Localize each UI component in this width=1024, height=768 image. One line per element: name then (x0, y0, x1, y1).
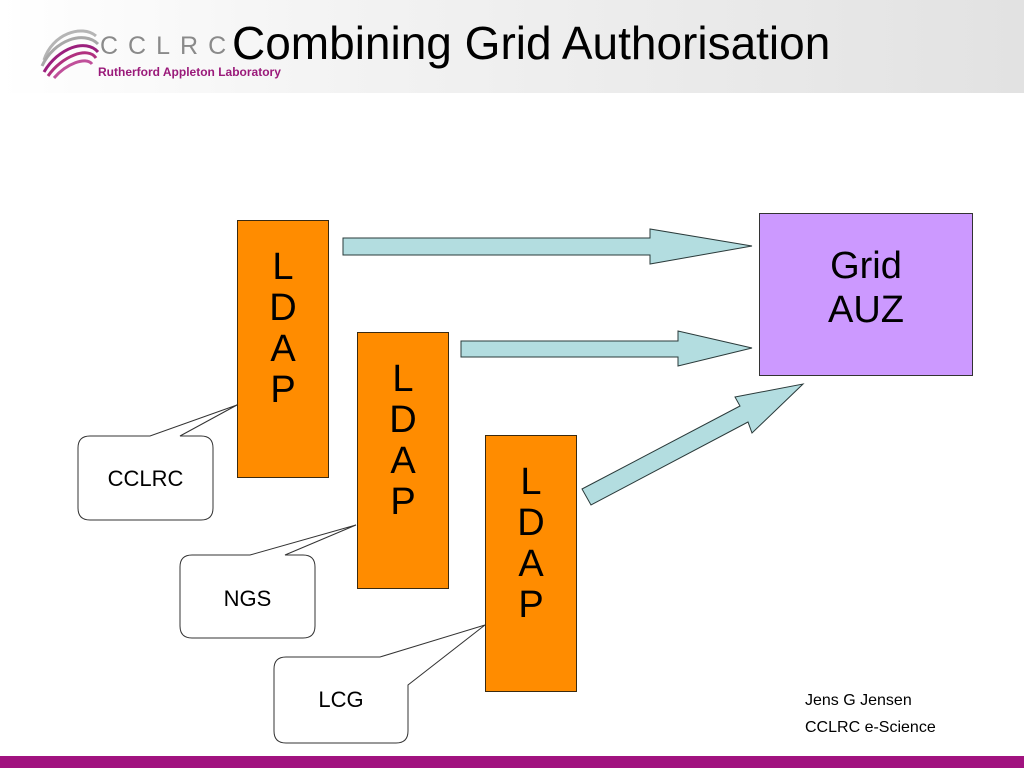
footer-organisation: CCLRC e-Science (805, 719, 936, 736)
callout-cclrc-label: CCLRC (107, 466, 184, 491)
grid-auz-line: AUZ (828, 289, 904, 331)
ldap-box-ngs: L D A P (357, 332, 449, 589)
cclrc-logo-swirl-icon (40, 29, 100, 80)
ldap-letter: P (518, 584, 544, 626)
callout-cclrc-shape (77, 404, 238, 521)
arrow-ldap1-to-auz (342, 228, 753, 265)
footer-author: Jens G Jensen (805, 692, 912, 709)
ldap-letter: A (270, 328, 296, 370)
callout-ngs-label: NGS (223, 586, 272, 611)
logo-wordmark: CCLRC (100, 32, 237, 60)
callout-ngs-shape (179, 524, 357, 639)
ldap-letter: D (517, 502, 545, 544)
ldap-letter: A (390, 440, 416, 482)
logo-subtitle: Rutherford Appleton Laboratory (98, 65, 281, 79)
ldap-letter: D (389, 399, 417, 441)
ldap-letter: P (390, 481, 416, 523)
ldap-letter: P (270, 369, 296, 411)
slide-header: CCLRC Rutherford Appleton Laboratory Com… (0, 0, 1024, 93)
grid-auz-line: Grid (830, 245, 902, 287)
ldap-letter: A (518, 543, 544, 585)
ldap-letter: L (272, 246, 294, 288)
callout-lcg-shape (273, 624, 486, 744)
brand-bar (0, 756, 1024, 768)
ldap-letter: L (520, 461, 542, 503)
arrow-ldap3-to-auz (581, 383, 805, 506)
ldap-box-lcg: L D A P (485, 435, 577, 692)
ldap-letter: D (269, 287, 297, 329)
ldap-letter: L (392, 358, 414, 400)
grid-auz-box: Grid AUZ (759, 213, 973, 376)
arrow-ldap2-to-auz (460, 330, 753, 367)
callout-lcg-label: LCG (318, 687, 364, 712)
ldap-box-cclrc: L D A P (237, 220, 329, 478)
slide-title: Combining Grid Authorisation (232, 17, 831, 69)
